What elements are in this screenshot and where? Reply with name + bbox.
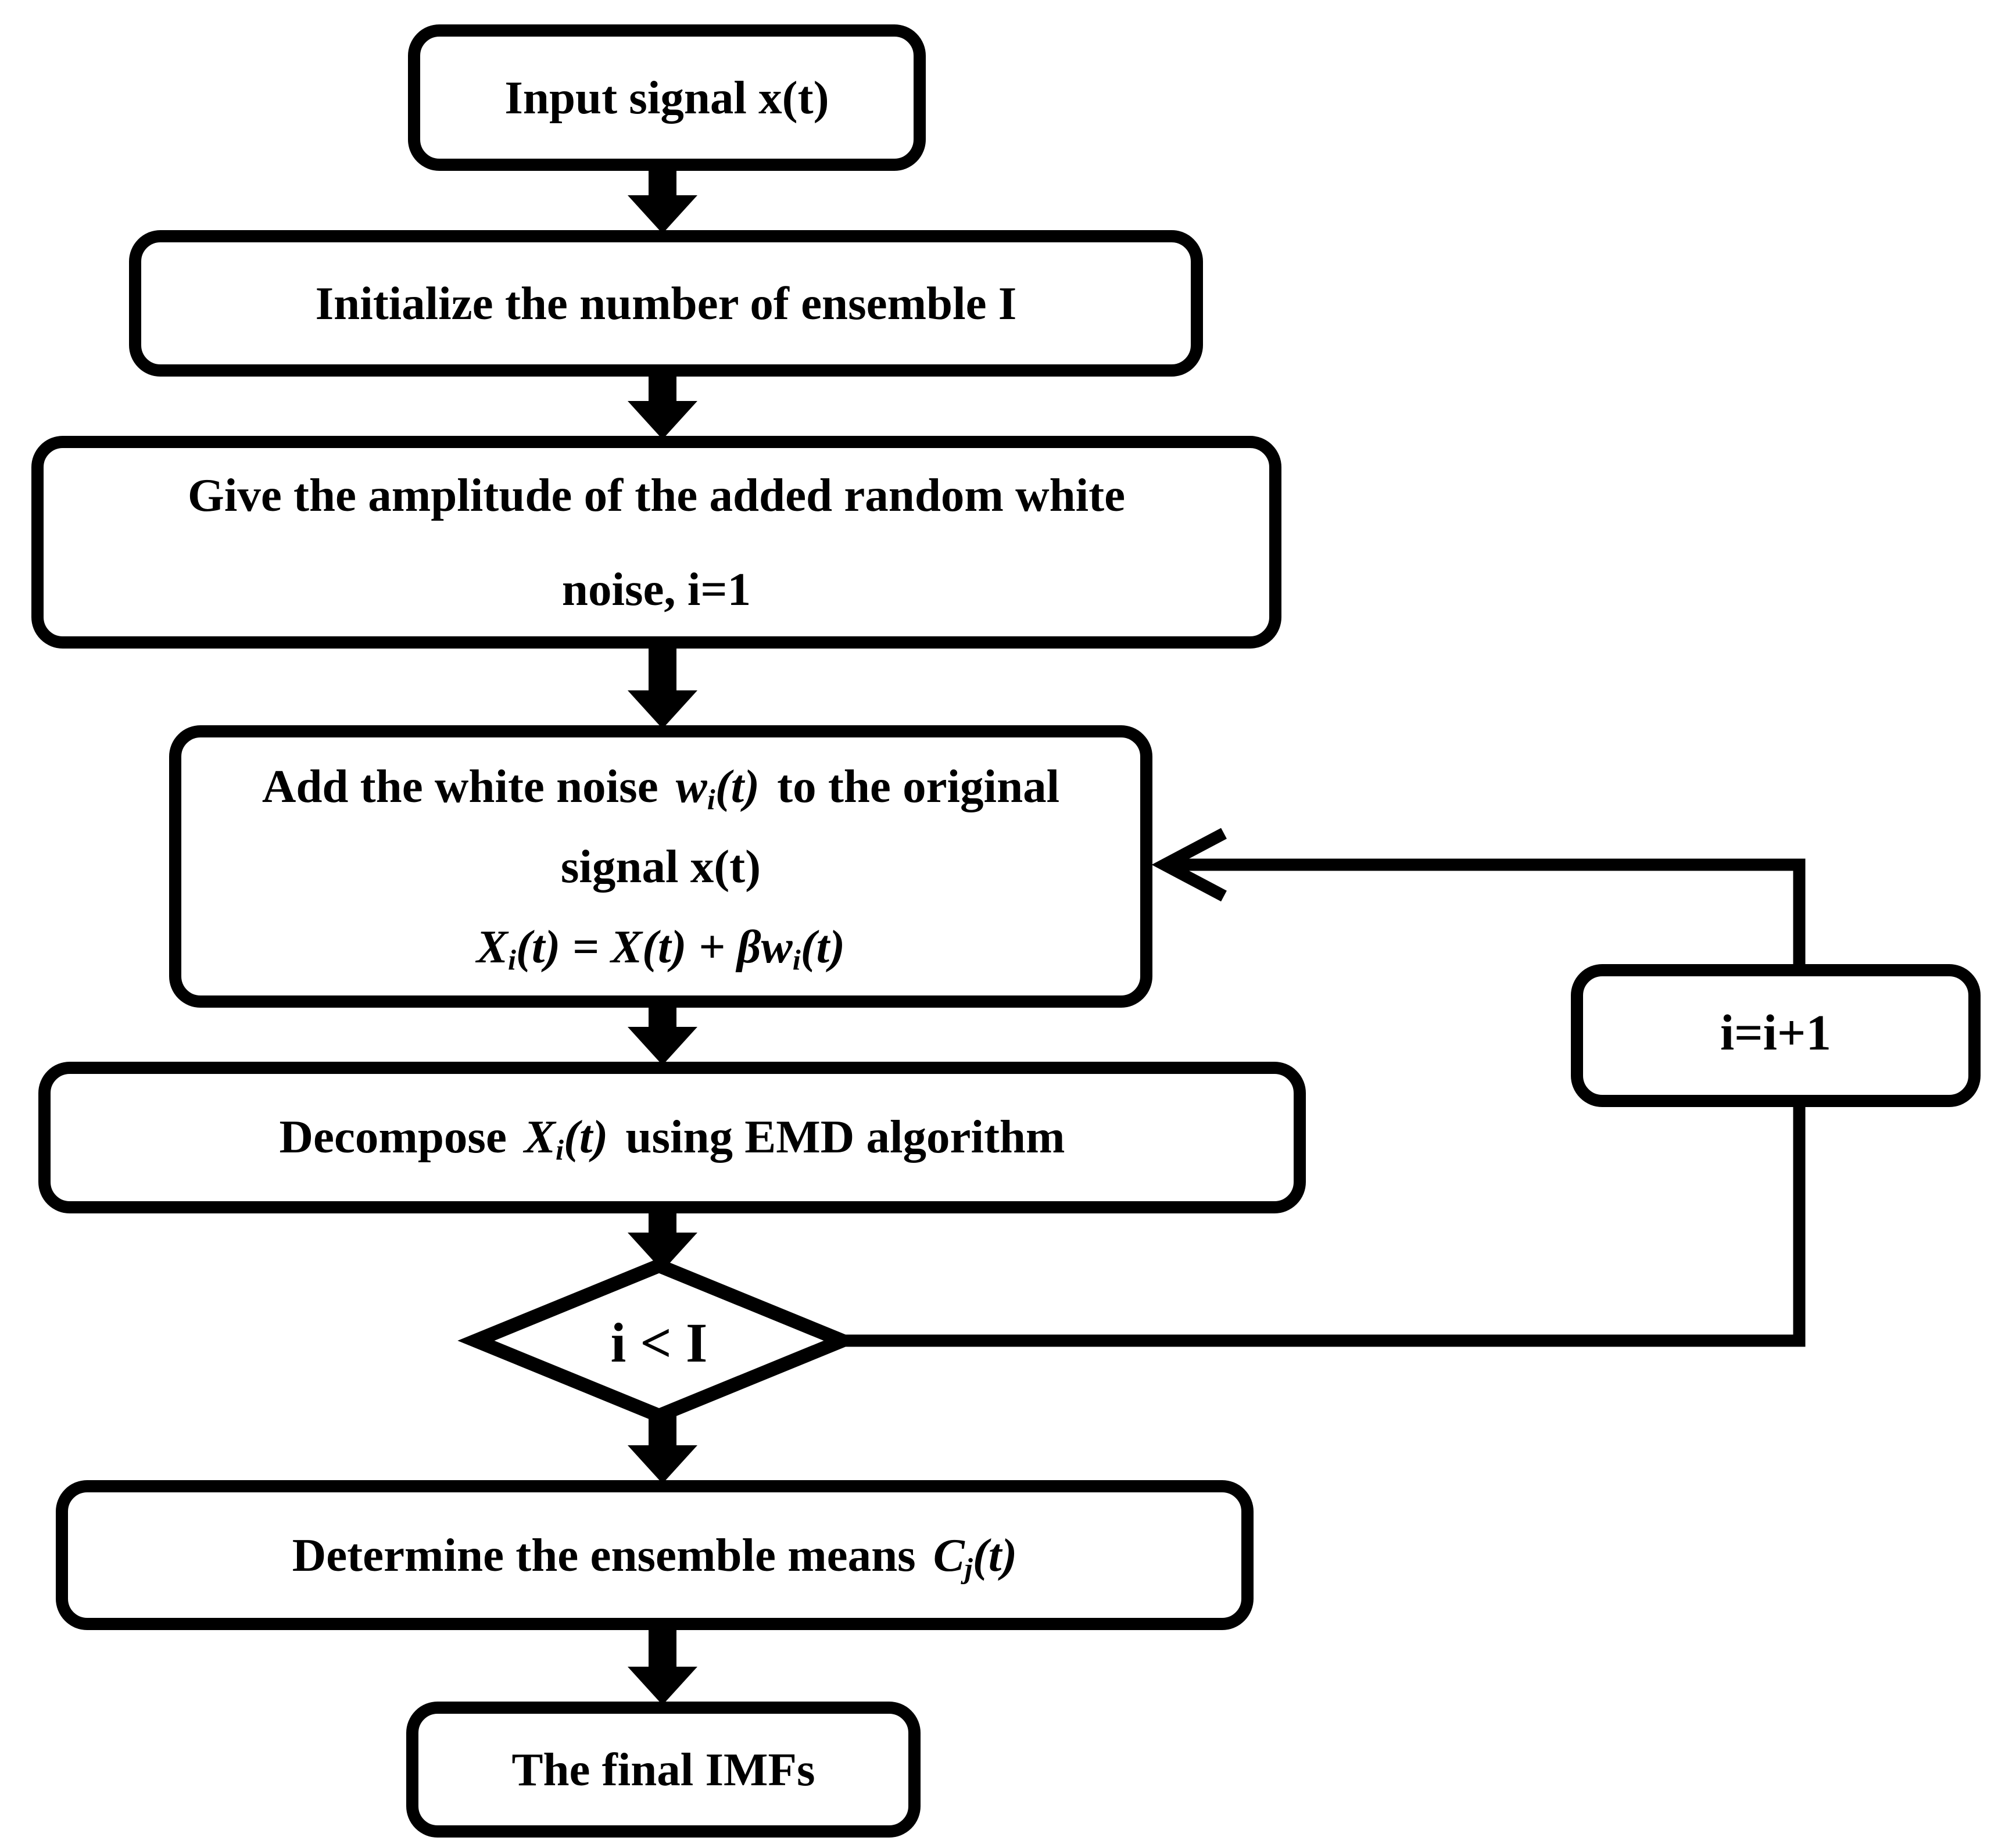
- node-noise-amplitude-line2: noise, i=1: [561, 563, 751, 615]
- node-final-imfs: The final IMFs: [406, 1702, 921, 1838]
- formula-end: (t): [800, 921, 846, 973]
- node-input-signal: Input signal x(t): [408, 24, 926, 171]
- arrow-ensemble-to-final: [628, 1630, 697, 1705]
- math-w: w: [675, 760, 707, 812]
- node-decision-condition: i < I: [485, 1285, 833, 1400]
- node-noise-amplitude-line1: Give the amplitude of the added random w…: [187, 469, 1126, 521]
- formula-X-subscript: i: [507, 943, 516, 977]
- node-input-signal-label: Input signal x(t): [504, 71, 829, 124]
- node-add-white-noise-line1: Add the white noise wi(t) to the original: [181, 746, 1140, 826]
- node-initialize-ensemble-label: Initialize the number of ensemble I: [315, 277, 1017, 330]
- decision-condition-label: i < I: [610, 1310, 708, 1373]
- math-w-args: (t): [715, 760, 760, 812]
- add-noise-text-post: to the original: [777, 760, 1060, 812]
- formula-middle: (t) = X(t) + βw: [515, 921, 793, 973]
- arrow-decision-to-ensemble: [628, 1416, 697, 1484]
- arrow-initialize-to-amplitude: [628, 377, 697, 439]
- node-increment-counter: i=i+1: [1571, 964, 1981, 1107]
- node-increment-counter-label: i=i+1: [1720, 1007, 1831, 1063]
- formula-w-subscript: i: [792, 943, 801, 977]
- arrow-amplitude-to-addnoise: [628, 649, 697, 729]
- arrow-input-to-initialize: [628, 171, 697, 234]
- node-final-imfs-label: The final IMFs: [511, 1743, 815, 1796]
- math-term-Cj-t: Cj(t): [933, 1528, 1018, 1582]
- node-add-white-noise-line2: signal x(t): [560, 840, 761, 893]
- math-C-args: (t): [972, 1528, 1018, 1581]
- node-ensemble-means: Determine the ensemble means Cj(t): [56, 1480, 1254, 1630]
- math-X: X: [524, 1111, 556, 1163]
- math-X-subscript: i: [555, 1134, 564, 1167]
- node-add-white-noise-formula: Xi(t) = X(t) + βwi(t): [181, 907, 1140, 987]
- decompose-text-post: using EMD algorithm: [625, 1111, 1065, 1163]
- ensemble-text-pre: Determine the ensemble means: [292, 1528, 916, 1581]
- formula-X: X: [476, 921, 508, 973]
- math-term-Xi-t: Xi(t): [524, 1111, 608, 1165]
- node-ensemble-means-label: Determine the ensemble means Cj(t): [68, 1523, 1241, 1586]
- math-C: C: [933, 1528, 965, 1581]
- add-noise-text-pre: Add the white noise: [262, 760, 658, 812]
- decompose-text-pre: Decompose: [279, 1111, 507, 1163]
- node-noise-amplitude: Give the amplitude of the added random w…: [31, 436, 1281, 649]
- node-initialize-ensemble: Initialize the number of ensemble I: [129, 230, 1203, 377]
- arrow-decompose-to-decision: [628, 1213, 697, 1271]
- math-term-wi-t: wi(t): [675, 760, 760, 814]
- math-X-args: (t): [563, 1111, 608, 1163]
- node-decompose-emd: Decompose Xi(t) using EMD algorithm: [38, 1062, 1306, 1213]
- loop-arrowhead-icon: [1151, 828, 1227, 902]
- arrow-addnoise-to-decompose: [628, 1008, 697, 1065]
- node-decompose-emd-label: Decompose Xi(t) using EMD algorithm: [51, 1106, 1294, 1169]
- math-w-subscript: i: [707, 783, 715, 816]
- math-C-subscript: j: [964, 1551, 973, 1585]
